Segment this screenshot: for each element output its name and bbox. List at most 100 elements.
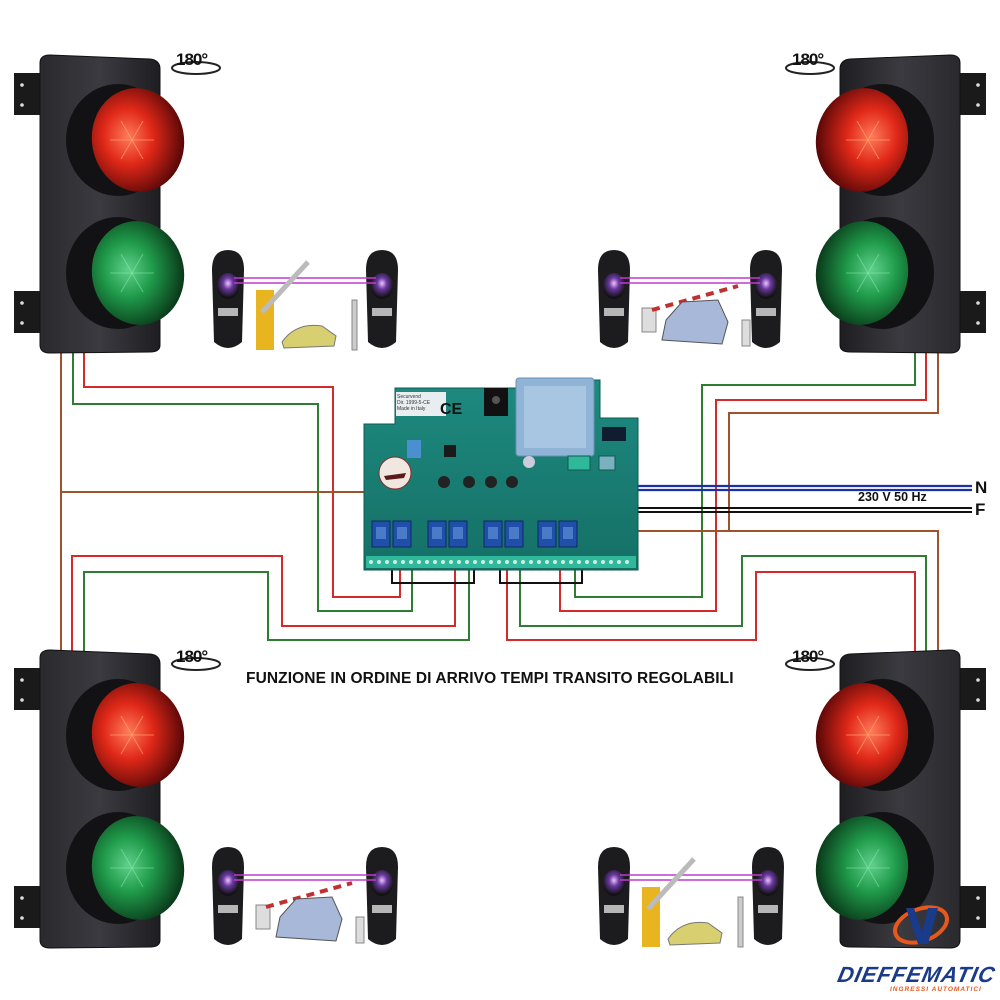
relay-label: [432, 527, 442, 539]
terminal-screw: [601, 560, 605, 564]
wire-red-bottom-left: [71, 555, 456, 652]
capacitor: [523, 456, 535, 468]
terminal-screw: [425, 560, 429, 564]
photocell-receiver: [752, 847, 784, 945]
microcontroller: [444, 445, 456, 457]
bollard: [351, 299, 358, 351]
scene-barrier-open-sports-car: [642, 857, 744, 948]
neutral-terminal-label: N: [975, 478, 988, 497]
mounting-bracket-top: [14, 73, 40, 115]
power-supply-label: 230 V 50 Hz: [858, 490, 927, 504]
traffic-light-top-right: [815, 54, 986, 354]
phase-terminal-label: F: [975, 500, 986, 519]
mounting-bracket-top: [14, 668, 40, 710]
terminal-screw: [377, 560, 381, 564]
wire-red-top-left: [83, 352, 401, 598]
bollard: [737, 896, 744, 948]
terminal-screw: [521, 560, 525, 564]
trimmers: [438, 476, 518, 488]
terminal-screw: [449, 560, 453, 564]
terminal-screw: [417, 560, 421, 564]
photocell-receiver: [366, 250, 398, 348]
board-label-line-1: Securvend: [397, 394, 421, 400]
sedan-car: [661, 299, 729, 345]
terminal-screw: [385, 560, 389, 564]
terminal-screw: [617, 560, 621, 564]
trimmer-1: [438, 476, 450, 488]
manufacturer-seal: [378, 456, 412, 490]
relays: [371, 520, 578, 548]
wire-brown-top-right: [728, 352, 939, 531]
wire-green-top-left: [72, 352, 413, 612]
rotation-arrow-icon: [785, 61, 835, 75]
brand-name: DIEFFEMATIC: [835, 962, 999, 987]
brand-tagline: INGRESSI AUTOMATICI: [890, 986, 982, 993]
scene-barrier-closed-sedan: [255, 881, 365, 944]
terminal-screw: [433, 560, 437, 564]
barrier-arm-closed: [265, 881, 353, 909]
dip-switch: [407, 440, 421, 458]
rotation-label-top-right: 180°: [792, 50, 824, 69]
ce-mark: CE: [440, 401, 463, 418]
trimmer-2: [463, 476, 475, 488]
traffic-light-top-left: [14, 54, 185, 354]
terminal-screw: [497, 560, 501, 564]
rotation-arrow-icon: [785, 657, 835, 671]
terminal-screw: [369, 560, 373, 564]
fuse-holder: [602, 427, 626, 441]
terminal-screw: [537, 560, 541, 564]
wire-green-bottom-left: [83, 570, 470, 652]
trimmer-4: [506, 476, 518, 488]
sports-car: [667, 921, 723, 946]
wire-brown-right-link: [592, 530, 939, 652]
wire-green-bottom-right: [519, 555, 927, 652]
board-label-line-3: Made in Italy: [397, 406, 426, 412]
sedan-car: [275, 896, 343, 942]
relay-label: [542, 527, 552, 539]
terminal-screw: [569, 560, 573, 564]
terminal-screw: [561, 560, 565, 564]
diagram-caption: FUNZIONE IN ORDINE DI ARRIVO TEMPI TRANS…: [246, 670, 734, 687]
wire-red-top-right: [559, 352, 927, 612]
photocell-pair-bottom-right: [598, 847, 784, 948]
rotation-label-bottom-left: 180°: [176, 647, 208, 666]
terminal-screw: [489, 560, 493, 564]
relay-label: [509, 527, 519, 539]
photocell-transmitter: [598, 847, 630, 945]
terminal-screw: [409, 560, 413, 564]
barrier-post: [255, 904, 271, 930]
terminal-block-common: [567, 455, 591, 471]
mounting-bracket-bottom: [14, 291, 40, 333]
wire-black-jumper-2: [499, 570, 583, 584]
wire-red-bottom-right: [506, 570, 916, 652]
terminal-screw: [393, 560, 397, 564]
mounting-bracket-top: [960, 73, 986, 115]
photocell-transmitter: [212, 250, 244, 348]
relay-label: [376, 527, 386, 539]
terminal-block-mains: [598, 455, 616, 471]
photocell-transmitter: [212, 847, 244, 945]
barrier-post: [641, 307, 657, 333]
relay-label: [453, 527, 463, 539]
photocell-pair-bottom-left: [212, 847, 398, 945]
traffic-light-bottom-right: [815, 649, 986, 949]
terminal-screw: [473, 560, 477, 564]
rotation-arrow-icon: [171, 61, 221, 75]
scene-barrier-open-sports-car: [256, 260, 358, 351]
relay-label: [563, 527, 573, 539]
rotation-label-top-left: 180°: [176, 50, 208, 69]
terminal-screw: [401, 560, 405, 564]
relay-label: [488, 527, 498, 539]
barrier-arm-closed: [651, 284, 739, 312]
terminal-screw: [585, 560, 589, 564]
relay-label: [397, 527, 407, 539]
terminal-screw: [457, 560, 461, 564]
mounting-bracket-top: [960, 668, 986, 710]
photocell-transmitter: [598, 250, 630, 348]
terminal-screw: [505, 560, 509, 564]
terminal-screw: [465, 560, 469, 564]
terminal-screw: [529, 560, 533, 564]
terminal-screw: [513, 560, 517, 564]
photocell-pair-top-left: [212, 250, 398, 351]
